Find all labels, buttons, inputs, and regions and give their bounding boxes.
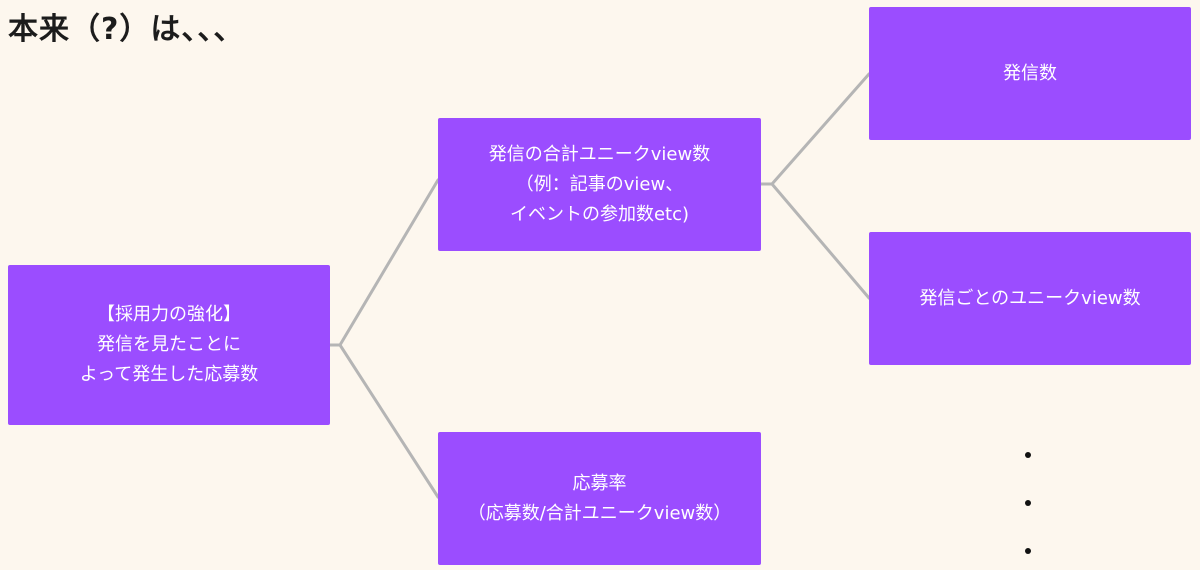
root-node-label: 【採用力の強化】 発信を見たことに よって発生した応募数 xyxy=(79,304,259,385)
unique-views-per-post-node: 発信ごとのユニークview数 xyxy=(869,232,1191,365)
connector-root-to-rate xyxy=(338,343,440,499)
post-count-label: 発信数 xyxy=(1003,62,1057,84)
connector-views-to-post-count xyxy=(759,72,871,186)
total-unique-views-label: 発信の合計ユニークview数 （例：記事のview、 イベントの参加数etc) xyxy=(488,143,711,225)
connector-root-to-views xyxy=(328,178,440,347)
ellipsis-dot-3 xyxy=(1025,548,1031,554)
post-count-node: 発信数 xyxy=(869,7,1191,140)
application-rate-node: 応募率 （応募数/合計ユニークview数） xyxy=(438,432,761,565)
connector-views-to-per-post xyxy=(770,182,871,300)
total-unique-views-node: 発信の合計ユニークview数 （例：記事のview、 イベントの参加数etc) xyxy=(438,118,761,251)
ellipsis-dot-1 xyxy=(1025,452,1031,458)
unique-views-per-post-label: 発信ごとのユニークview数 xyxy=(919,287,1141,309)
page-title: 本来（?）は、、、 xyxy=(8,12,245,47)
application-rate-label: 応募率 （応募数/合計ユニークview数） xyxy=(467,472,732,524)
root-node: 【採用力の強化】 発信を見たことに よって発生した応募数 xyxy=(8,265,330,425)
ellipsis-dot-2 xyxy=(1025,500,1031,506)
